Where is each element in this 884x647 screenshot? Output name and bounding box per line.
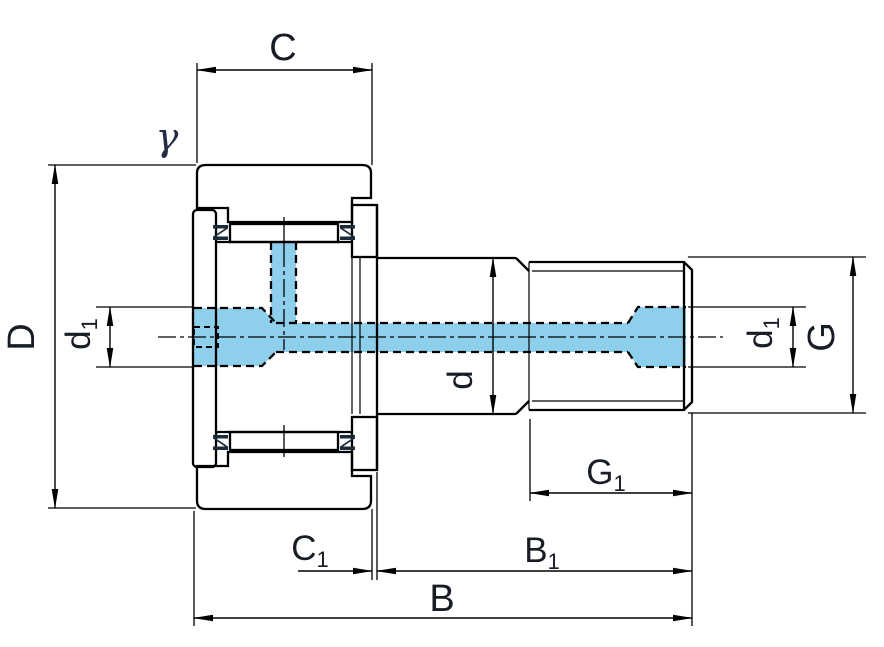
thread-outline [529, 260, 694, 412]
stud-rib-top-body [352, 205, 377, 257]
extension-lines [48, 63, 866, 626]
label-G: G [801, 322, 843, 352]
label-d: d [441, 370, 480, 389]
label-B1: B1 [524, 531, 560, 574]
stud-rib-bottom-body [352, 417, 377, 470]
seal-top-right [340, 225, 355, 240]
hidden-edges [193, 242, 686, 369]
grease-passages [194, 242, 686, 367]
grease-counterbore-right [628, 307, 686, 367]
counterbore-right-hidden [627, 305, 686, 369]
thread-chamfer-bottom [515, 400, 530, 415]
label-d1-left: d1 [59, 318, 102, 350]
centerlines [158, 217, 723, 457]
seals [213, 225, 355, 450]
dimension-lines [51, 66, 857, 622]
part-bodies [193, 165, 377, 509]
label-C: C [269, 27, 296, 69]
axial-hole-hidden [276, 321, 628, 354]
outer-ring-bottom-body [197, 452, 371, 509]
seal-top-left [213, 225, 228, 240]
outer-ring-top-body [197, 165, 371, 222]
label-gamma: γ [156, 115, 179, 159]
vertical-hole-hidden [269, 242, 298, 323]
label-G1: G1 [586, 453, 625, 496]
label-C1: C1 [291, 529, 329, 572]
label-B: B [429, 578, 454, 620]
counterbore-left-hidden [194, 306, 277, 368]
seal-bottom-right [340, 435, 355, 450]
dimension-labels: C γ D d1 d d1 G G1 C1 B1 B [1, 27, 843, 620]
thread-chamfer-top [515, 257, 530, 272]
seal-bottom-left [213, 435, 228, 450]
label-D: D [1, 323, 43, 350]
label-d1-right: d1 [741, 317, 784, 349]
side-plate-outline [191, 208, 218, 469]
